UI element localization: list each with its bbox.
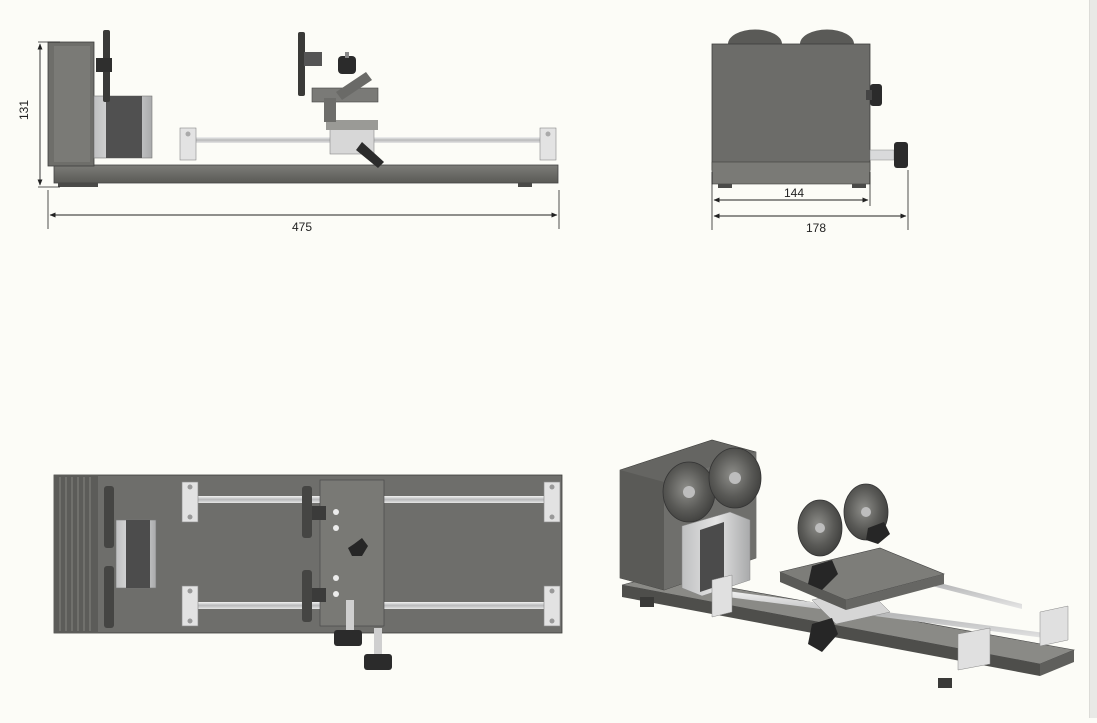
isometric-view [619, 439, 1076, 688]
end-view-dimensions: 144 178 [711, 170, 909, 235]
inner-width-label: 144 [784, 186, 804, 200]
height-label: 131 [17, 100, 31, 120]
length-label: 475 [292, 220, 312, 234]
outer-width-label: 178 [806, 221, 826, 235]
side-view [47, 30, 559, 187]
scrollbar[interactable] [1089, 0, 1097, 718]
side-view-dimensions: 131 475 [17, 41, 560, 234]
end-view [711, 29, 908, 188]
top-view [53, 474, 563, 670]
